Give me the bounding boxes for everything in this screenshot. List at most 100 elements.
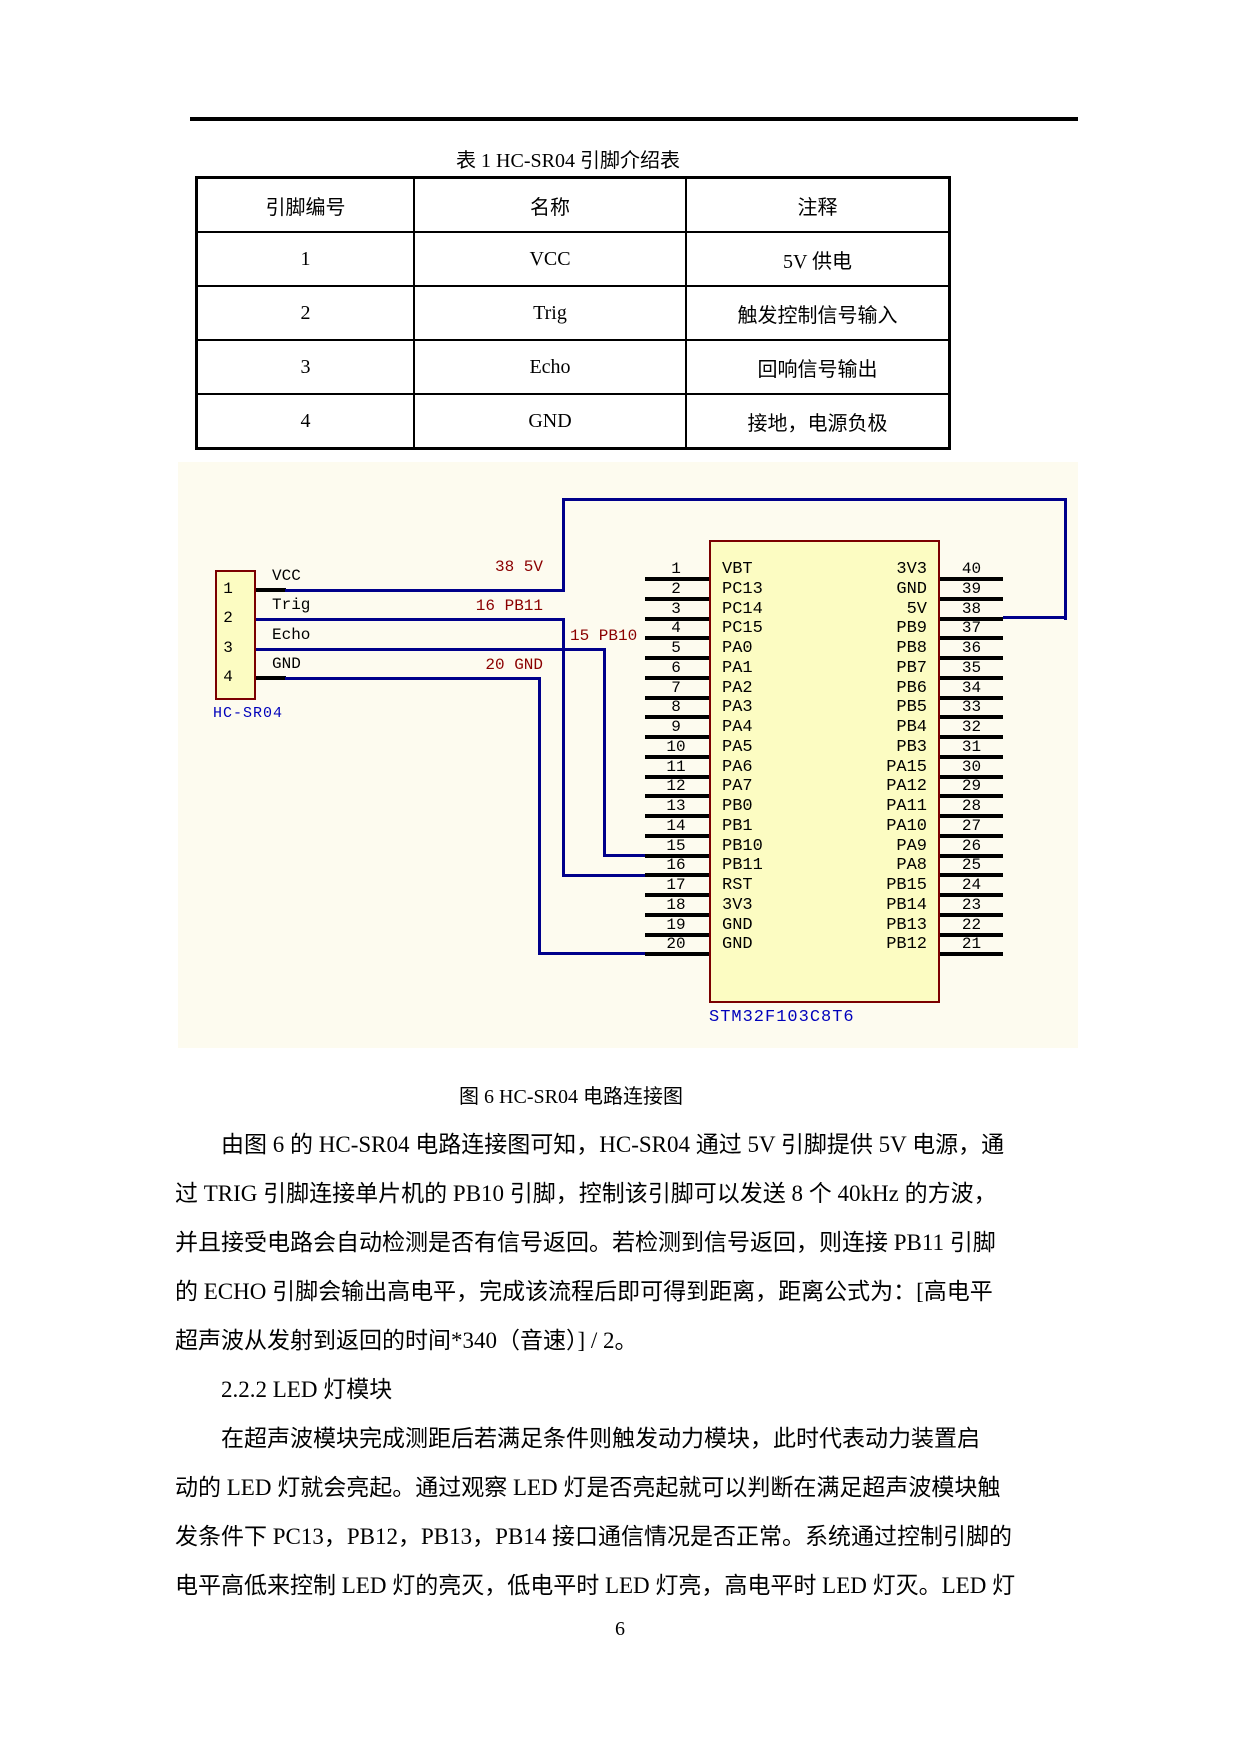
wire-echo [603, 854, 647, 857]
chip-left-pin-number: 4 [671, 619, 681, 638]
wire-vcc [285, 589, 565, 592]
table-cell: Trig [413, 285, 687, 341]
chip-left-pin-number: 13 [666, 797, 686, 815]
chip-right-pin-number: 37 [961, 619, 982, 638]
hc-pin-name: Trig [272, 596, 311, 614]
hc-sr04-box [215, 570, 256, 700]
chip-left-pin-stub [645, 636, 709, 641]
table-cell: 5V 供电 [685, 231, 951, 287]
body-line: 由图 6 的 HC-SR04 电路连接图可知，HC-SR04 通过 5V 引脚提… [221, 1132, 1005, 1157]
table-header-cell: 注释 [685, 176, 951, 233]
chip-right-pin-name: PA11 [886, 797, 927, 816]
chip-right-pin-name: PA15 [886, 757, 927, 777]
chip-left-pin-name: GND [722, 935, 753, 955]
body-line: 的 ECHO 引脚会输出高电平，完成该流程后即可得到距离，距离公式为：[高电平 [175, 1279, 993, 1304]
chip-right-pin-stub [940, 596, 1003, 601]
chip-left-pin-stub [645, 853, 709, 858]
body-line: 电平高低来控制 LED 灯的亮灭，低电平时 LED 灯亮，高电平时 LED 灯灭… [175, 1573, 1016, 1598]
chip-right-pin-number: 29 [961, 777, 982, 796]
chip-left-pin-number: 1 [671, 560, 681, 578]
table-cell: Echo [413, 339, 687, 395]
chip-left-pin-number: 6 [671, 658, 681, 677]
chip-right-pin-number: 25 [961, 856, 982, 875]
body-line: 2.2.2 LED 灯模块 [221, 1377, 393, 1402]
chip-left-pin-stub [645, 675, 709, 680]
body-line: 超声波从发射到返回的时间*340（音速）] / 2。 [175, 1328, 638, 1353]
chip-right-pin-name: PB7 [896, 658, 927, 678]
chip-left-pin-number: 12 [666, 777, 686, 796]
wire-echo [256, 648, 606, 651]
chip-right-pin-stub [940, 695, 1003, 700]
chip-left-pin-stub [645, 814, 709, 818]
chip-left-pin-number: 11 [666, 757, 686, 776]
chip-right-pin-stub [940, 735, 1003, 739]
table-cell: GND [413, 393, 687, 450]
chip-right-pin-stub [940, 616, 1003, 621]
chip-left-pin-number: 20 [666, 935, 686, 954]
chip-right-pin-stub [940, 794, 1003, 799]
chip-left-pin-stub [645, 735, 709, 739]
chip-left-pin-number: 15 [666, 836, 686, 855]
hc-pin-number: 1 [223, 580, 233, 598]
chip-right-pin-name: PA10 [886, 816, 927, 836]
chip-left-pin-stub [645, 695, 709, 700]
chip-left-pin-number: 16 [666, 856, 686, 875]
net-label-gnd: 20 GND [485, 656, 543, 674]
chip-right-pin-stub [940, 675, 1003, 680]
chip-right-pin-stub [940, 636, 1003, 641]
chip-left-pin-number: 19 [666, 915, 686, 934]
wire-stub [256, 676, 286, 680]
stm32-chip-box [709, 540, 940, 1003]
chip-left-pin-number: 18 [666, 895, 686, 914]
chip-left-pin-stub [645, 774, 709, 779]
chip-right-pin-number: 23 [961, 895, 982, 914]
chip-left-pin-name: PB11 [722, 856, 763, 876]
wire-gnd [538, 677, 541, 955]
body-line: 过 TRIG 引脚连接单片机的 PB10 引脚，控制该引脚可以发送 8 个 40… [175, 1181, 997, 1206]
chip-left-pin-stub [645, 577, 709, 581]
body-line: 在超声波模块完成测距后若满足条件则触发动力模块，此时代表动力装置启 [221, 1426, 980, 1451]
chip-right-pin-name: 3V3 [896, 560, 927, 579]
table-cell: 回响信号输出 [685, 339, 951, 395]
chip-left-pin-number: 10 [666, 737, 686, 756]
chip-left-pin-name: GND [722, 915, 753, 935]
chip-left-pin-name: PA4 [722, 718, 753, 737]
chip-right-pin-name: 5V [906, 599, 927, 619]
chip-left-pin-name: PC15 [722, 619, 763, 639]
hc-pin-number: 2 [223, 609, 233, 627]
chip-right-pin-number: 21 [961, 935, 982, 954]
chip-right-pin-name: PB9 [896, 619, 927, 639]
chip-right-pin-stub [940, 912, 1003, 917]
body-line: 发条件下 PC13，PB12，PB13，PB14 接口通信情况是否正常。系统通过… [175, 1524, 1013, 1549]
chip-left-pin-number: 3 [671, 599, 681, 618]
chip-left-pin-stub [645, 932, 709, 937]
table-header-row: 引脚编号名称注释 [195, 176, 951, 233]
chip-right-pin-stub [940, 754, 1003, 759]
table-cell: 2 [195, 285, 415, 341]
chip-right-pin-stub [940, 873, 1003, 878]
hc-pin-name: VCC [272, 567, 301, 585]
table-header-cell: 引脚编号 [195, 176, 415, 233]
page-number: 6 [615, 1618, 625, 1640]
chip-left-pin-stub [645, 912, 709, 917]
chip-left-pin-number: 9 [671, 718, 681, 736]
wire-trig [562, 618, 565, 877]
chip-left-pin-stub [645, 794, 709, 799]
chip-left-pin-name: PC13 [722, 579, 763, 599]
table-cell: 3 [195, 339, 415, 395]
chip-left-pin-name: PA1 [722, 658, 753, 678]
chip-right-pin-name: PB6 [896, 678, 927, 698]
chip-right-pin-name: PB13 [886, 915, 927, 935]
chip-left-pin-name: PA7 [722, 777, 753, 797]
chip-left-pin-stub [645, 754, 709, 759]
wire-gnd [285, 677, 541, 680]
chip-left-pin-name: PA2 [722, 678, 753, 698]
net-label-5v: 38 5V [494, 558, 543, 576]
chip-right-pin-stub [940, 715, 1003, 720]
chip-right-pin-number: 27 [961, 816, 982, 835]
chip-left-pin-number: 8 [671, 698, 681, 717]
